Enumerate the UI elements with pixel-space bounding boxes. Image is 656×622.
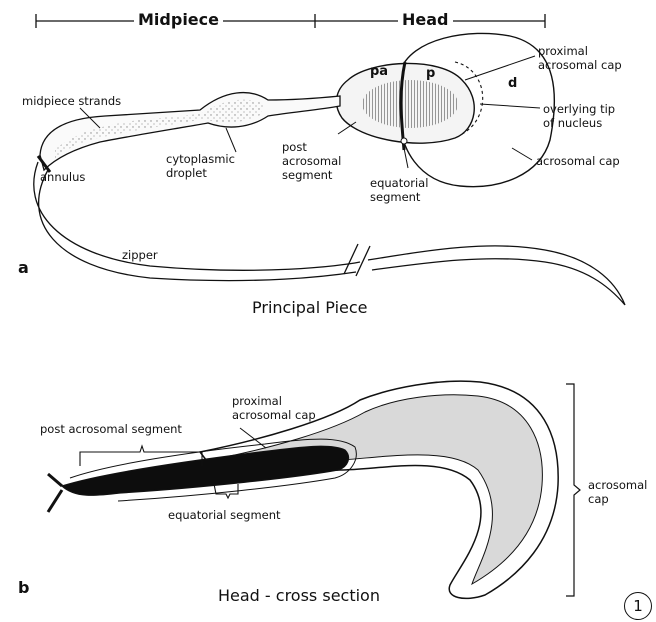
- panel-a-title: Principal Piece: [252, 298, 368, 317]
- panel-letter-b: b: [18, 578, 29, 597]
- label-annulus: annulus: [40, 170, 85, 184]
- tail-break-marks: [344, 244, 370, 276]
- header-midpiece: Midpiece: [134, 10, 223, 29]
- acrosomal-cap-section-inner: [220, 395, 542, 584]
- inner-label-p: p: [426, 66, 435, 81]
- acrosomal-cap-bracket: [566, 384, 580, 596]
- label-zipper: zipper: [122, 248, 158, 262]
- header-scale: [36, 14, 545, 28]
- label-acrosomal-cap: acrosomal cap: [536, 154, 620, 168]
- header-head: Head: [398, 10, 453, 29]
- inner-label-d: d: [508, 76, 517, 91]
- label-b-post-acrosomal-segment: post acrosomal segment: [40, 422, 182, 436]
- principal-piece-tail: [34, 162, 625, 305]
- figure-number: 1: [624, 592, 652, 620]
- panel-letter-a: a: [18, 258, 29, 277]
- inner-label-pa: pa: [370, 64, 388, 79]
- label-b-equatorial-segment: equatorial segment: [168, 508, 281, 522]
- label-midpiece-strands: midpiece strands: [22, 94, 121, 108]
- panel-b-title: Head - cross section: [218, 586, 380, 605]
- tail-fork: [48, 474, 62, 512]
- head-dark-region: [362, 80, 458, 128]
